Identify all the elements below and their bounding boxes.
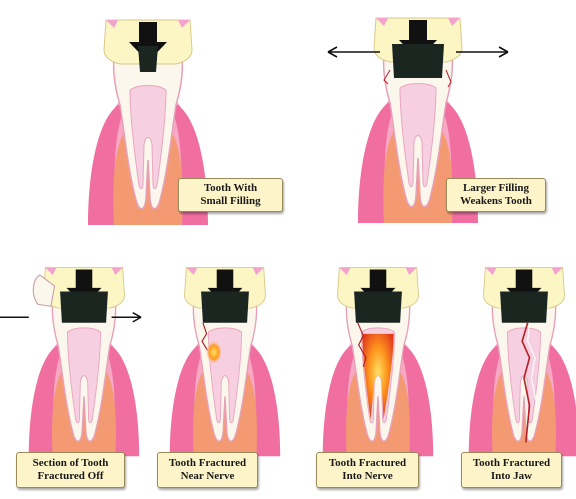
caption-line: Fractured Off <box>37 470 104 482</box>
large-filling-icon <box>201 291 249 323</box>
caption-line: Small Filling <box>200 195 261 207</box>
hairline-crack <box>445 69 452 88</box>
tooth-illustration-into-nerve <box>322 267 434 457</box>
caption-line: Weakens Tooth <box>460 195 532 207</box>
hairline-crack <box>383 69 391 85</box>
inflamed-nerve <box>362 333 394 420</box>
fracture-line <box>201 322 209 351</box>
caption-into-jaw: Tooth Fractured Into Jaw <box>461 452 562 488</box>
caption-line: Tooth Fractured <box>328 457 407 469</box>
caption-line: Near Nerve <box>180 470 235 482</box>
caption-line: Tooth Fractured <box>472 457 551 469</box>
tooth-illustration-small-filling <box>87 19 209 226</box>
large-filling-icon <box>60 291 108 323</box>
caption-line: Tooth Fractured <box>168 457 247 469</box>
fracture-gap <box>527 322 538 406</box>
tooth-illustration-near-nerve <box>169 267 281 457</box>
spreading-arrow-right-icon <box>111 312 142 323</box>
irritated-nerve-spot <box>205 340 223 365</box>
tooth-illustration-larger-filling <box>327 17 509 224</box>
large-filling-icon <box>392 44 444 78</box>
fragment-arrow-left-icon <box>0 316 29 319</box>
broken-tooth-fragment <box>32 274 56 307</box>
caption-line: Into Jaw <box>490 470 533 482</box>
fracture-line <box>521 322 531 443</box>
caption-fractured-off: Section of Tooth Fractured Off <box>16 452 125 488</box>
spreading-arrow-right-icon <box>456 46 509 58</box>
large-filling-icon <box>500 291 548 323</box>
caption-line: Into Nerve <box>342 470 393 482</box>
tooth-illustration-fractured-off <box>0 267 142 457</box>
tooth-illustration-into-jaw <box>468 267 576 457</box>
caption-small-filling: Tooth With Small Filling <box>178 178 283 212</box>
caption-near-nerve: Tooth Fractured Near Nerve <box>157 452 258 488</box>
large-filling-icon <box>354 291 402 323</box>
fracture-line <box>357 322 367 368</box>
spreading-arrow-left-icon <box>327 46 380 58</box>
small-filling-icon <box>138 46 158 72</box>
caption-line: Section of Tooth <box>32 457 109 469</box>
caption-into-nerve: Tooth Fractured Into Nerve <box>316 452 419 488</box>
caption-line: Tooth With <box>203 182 258 194</box>
caption-line: Larger Filling <box>462 182 530 194</box>
caption-larger-filling: Larger Filling Weakens Tooth <box>446 178 546 212</box>
